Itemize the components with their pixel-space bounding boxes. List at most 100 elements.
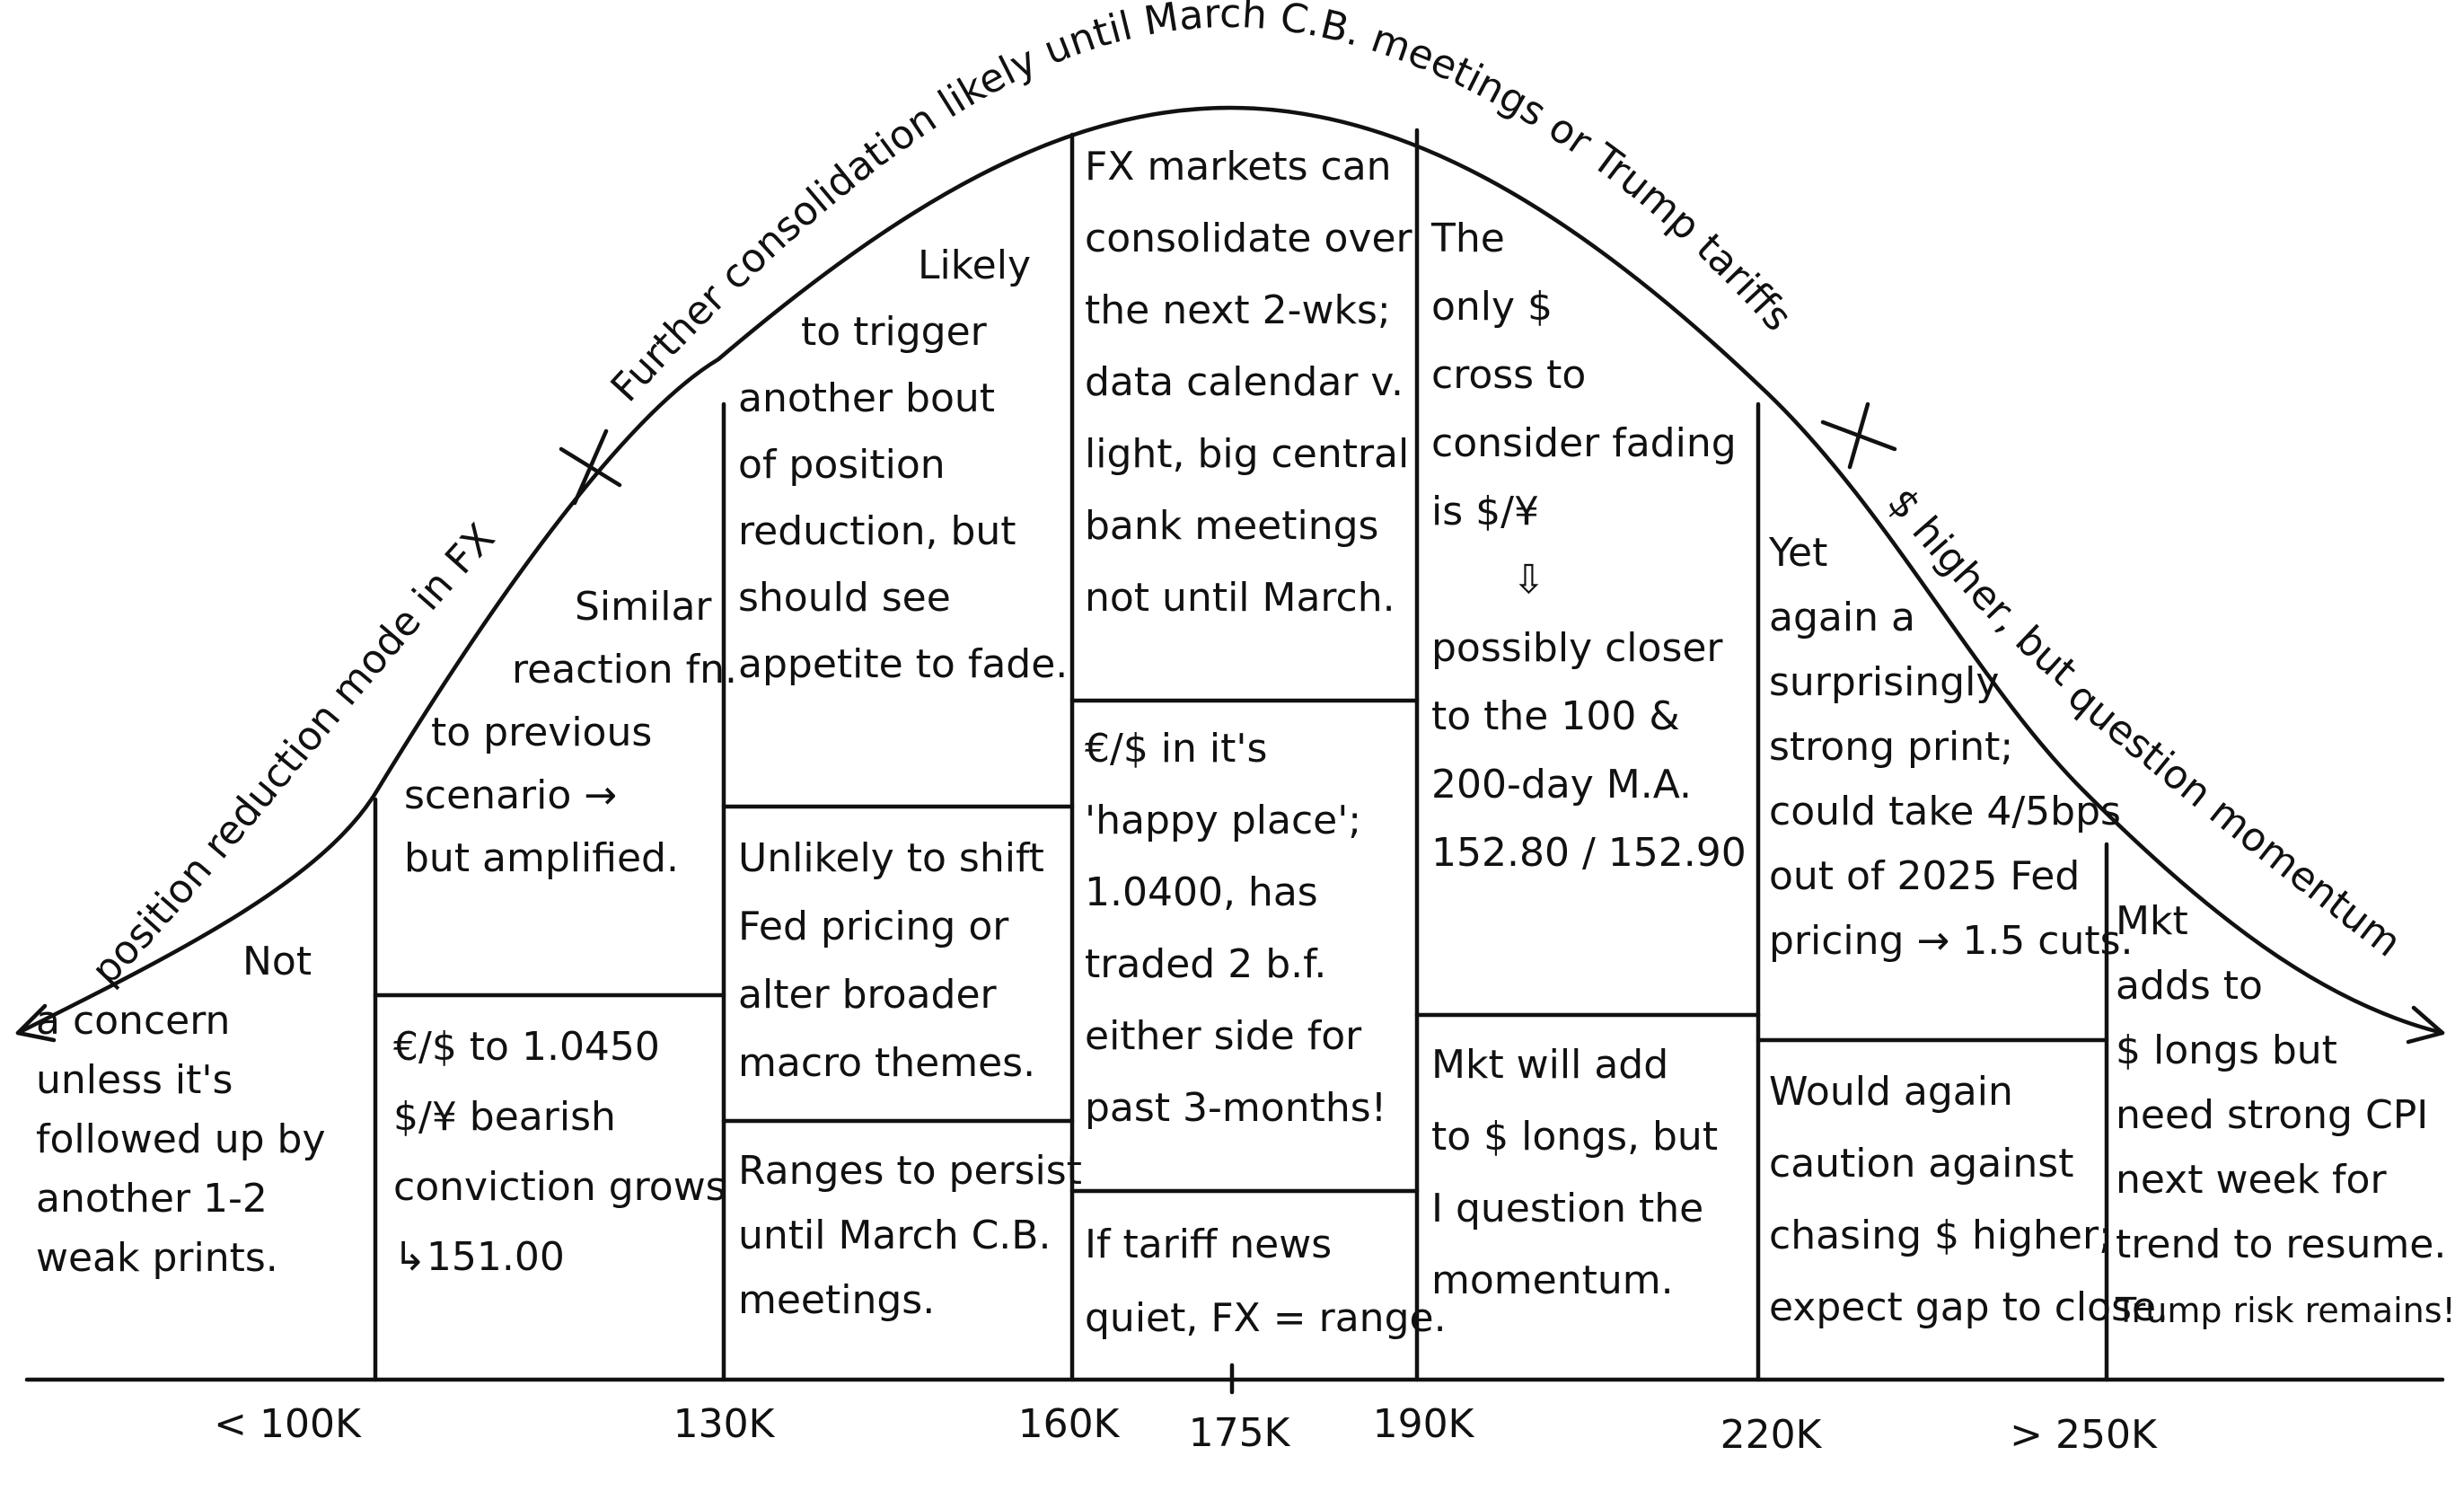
cell-line: again a — [1769, 595, 1915, 640]
cell-line: 200-day M.A. — [1431, 762, 1692, 807]
cell-line: but amplified. — [404, 835, 679, 881]
cell-line: weak prints. — [36, 1235, 278, 1281]
cell-line: adds to — [2116, 963, 2263, 1009]
right-arrowhead — [2406, 1005, 2445, 1045]
cell-line: cross to — [1431, 352, 1586, 398]
cell-line: either side for — [1085, 1013, 1362, 1059]
cell-line: could take 4/5bps — [1769, 789, 2121, 834]
cell-line: Not — [242, 939, 312, 984]
cell-130k-160k-top: Likely to trigger another bout of position r… — [738, 243, 1068, 687]
cell-line: FX markets can — [1085, 144, 1392, 190]
cell-line: Mkt — [2116, 898, 2188, 944]
cell-line: past 3-months! — [1085, 1085, 1386, 1131]
x-axis-labels: < 100K 130K 160K 175K 190K 220K > 250K — [214, 1401, 2158, 1458]
cell-line: data calendar v. — [1085, 359, 1404, 405]
curve-divider-left — [559, 428, 622, 506]
cell-line: ⇩ — [1512, 557, 1545, 603]
cell-line: reaction fn. — [512, 647, 737, 693]
cell-line: $/¥ bearish — [393, 1094, 616, 1140]
bell-curve — [15, 105, 2445, 1036]
cell-line: bank meetings — [1085, 503, 1378, 549]
cell-line: consolidate over — [1085, 216, 1413, 261]
cell-line: another bout — [738, 375, 995, 421]
curve-label-center: Further consolidation likely until March… — [603, 0, 1801, 410]
cell-line: Yet — [1768, 530, 1827, 576]
cell-line: $ longs but — [2116, 1028, 2337, 1073]
axis-label: > 250K — [2010, 1412, 2158, 1458]
cell-100k-130k-top: Similar reaction fn. to previous scenario →… — [404, 584, 737, 881]
cell-line: The — [1430, 216, 1505, 261]
cell-line: surprisingly — [1769, 659, 1999, 705]
cell-line: 152.80 / 152.90 — [1431, 830, 1747, 876]
cell-line: the next 2-wks; — [1085, 287, 1391, 333]
axis-label: 220K — [1720, 1412, 1823, 1458]
cell-line: a concern — [36, 998, 230, 1044]
cell-line: ↳151.00 — [393, 1234, 565, 1280]
cell-190k-220k-bottom: Mkt will add to $ longs, but I question th… — [1431, 1042, 1718, 1303]
cell-line: 'happy place'; — [1085, 798, 1361, 843]
cell-line: out of 2025 Fed — [1769, 853, 2080, 899]
cell-line: I question the — [1431, 1186, 1703, 1231]
cell-line: caution against — [1769, 1141, 2073, 1187]
cell-100k-130k-bottom: €/$ to 1.0450 $/¥ bearish conviction grows… — [393, 1024, 726, 1280]
axis-label: 175K — [1189, 1410, 1291, 1456]
cell-lt100k-top: Not a concern unless it's followed up by ano… — [36, 939, 326, 1281]
cell-line: alter broader — [738, 972, 998, 1018]
cell-line: Fed pricing or — [738, 904, 1009, 949]
cell-line: momentum. — [1431, 1257, 1674, 1303]
cell-line: expect gap to close. — [1769, 1284, 2169, 1330]
cell-line: €/$ in it's — [1085, 726, 1267, 772]
cell-line: Mkt will add — [1431, 1042, 1668, 1088]
cell-line: chasing $ higher; — [1769, 1213, 2112, 1258]
curve-divider-right — [1820, 401, 1897, 470]
cell-line: conviction grows — [393, 1164, 726, 1210]
cell-line: only $ — [1431, 284, 1553, 330]
cell-line: macro themes. — [738, 1040, 1035, 1086]
cell-line: If tariff news — [1085, 1222, 1332, 1267]
left-arrowhead — [15, 1003, 57, 1043]
cell-line: not until March. — [1085, 575, 1395, 621]
cell-line: trend to resume. — [2116, 1222, 2446, 1267]
cell-line: scenario → — [404, 772, 617, 818]
axis-label: 130K — [673, 1401, 776, 1447]
cell-line: possibly closer — [1431, 625, 1723, 671]
cell-line: to the 100 & — [1431, 693, 1680, 739]
cell-160k-190k-top: FX markets can consolidate over the next 2… — [1085, 144, 1413, 621]
cell-line: light, big central — [1085, 431, 1409, 477]
cell-line: quiet, FX = range. — [1085, 1295, 1447, 1341]
cell-line: to previous — [431, 710, 652, 755]
cell-line: Similar — [575, 584, 712, 630]
cell-line: to trigger — [801, 309, 988, 355]
cell-line: is $/¥ — [1431, 489, 1539, 534]
cell-line: appetite to fade. — [738, 641, 1068, 687]
cell-line: strong print; — [1769, 724, 2013, 770]
cell-line: traded 2 b.f. — [1085, 941, 1326, 987]
cell-line: followed up by — [36, 1116, 326, 1162]
cell-line: pricing → 1.5 cuts. — [1769, 918, 2134, 964]
cell-line: reduction, but — [738, 508, 1016, 554]
cell-line: Trump risk remains! — [2115, 1291, 2456, 1330]
axis-label: 160K — [1018, 1401, 1121, 1447]
cell-line: €/$ to 1.0450 — [393, 1024, 660, 1070]
cell-line: Unlikely to shift — [738, 835, 1044, 881]
cell-line: of position — [738, 442, 946, 488]
axis-label: < 100K — [214, 1401, 362, 1447]
cell-line: meetings. — [738, 1277, 935, 1323]
cell-line: Ranges to persist — [738, 1148, 1082, 1194]
cell-190k-220k-top: The only $ cross to consider fading is $/¥ ⇩ p… — [1430, 216, 1747, 876]
cell-line: next week for — [2116, 1157, 2387, 1203]
cell-130k-160k-bottom: Ranges to persist until March C.B. meeting… — [738, 1148, 1082, 1323]
cell-line: unless it's — [36, 1057, 233, 1103]
axis-label: 190K — [1373, 1401, 1475, 1447]
cell-line: Likely — [918, 243, 1031, 288]
cell-line: to $ longs, but — [1431, 1114, 1718, 1160]
cell-line: until March C.B. — [738, 1213, 1051, 1258]
cell-line: another 1-2 — [36, 1176, 268, 1222]
cell-line: consider fading — [1431, 420, 1737, 466]
scenario-cells: Not a concern unless it's followed up by ano… — [36, 144, 2456, 1341]
